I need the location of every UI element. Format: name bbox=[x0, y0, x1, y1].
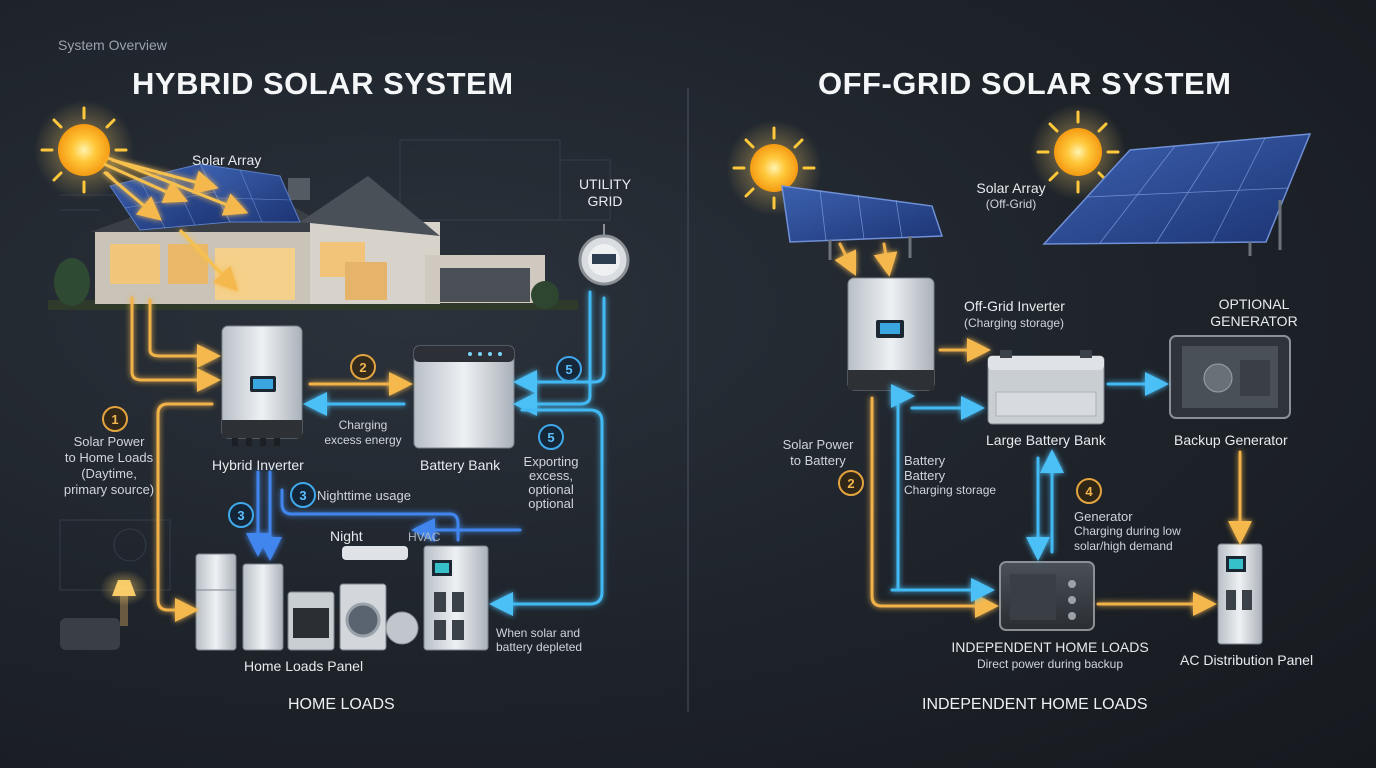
utility-grid-line-1: UTILITY bbox=[578, 176, 632, 192]
battery-bank-device bbox=[413, 345, 515, 449]
offgrid-inverter-line-1: Off-Grid Inverter bbox=[964, 298, 1065, 314]
hybrid-energy-flows bbox=[130, 290, 606, 622]
house-illustration bbox=[48, 163, 578, 310]
battery-bank-label: Battery Bank bbox=[420, 457, 501, 473]
step1-line-2: to Home Loads bbox=[64, 450, 154, 465]
battery-charging-line-3: Charging storage bbox=[904, 483, 997, 497]
step-badge-5b: 5 bbox=[538, 424, 564, 450]
depleted-line-2: battery depleted bbox=[496, 640, 583, 654]
independent-loads-line-1: INDEPENDENT HOME LOADS bbox=[951, 639, 1149, 655]
charging-line-2: excess energy bbox=[324, 433, 402, 447]
optional-generator-line-2: GENERATOR bbox=[1210, 313, 1298, 329]
generator-charging-line-3: solar/high demand bbox=[1074, 539, 1173, 553]
solar-to-battery-label: Solar Power to Battery bbox=[770, 437, 866, 469]
offgrid-step-badge-2: 2 bbox=[838, 470, 864, 496]
blueprint-lines bbox=[59, 139, 611, 591]
offgrid-sun-icon-2 bbox=[1030, 104, 1126, 200]
backup-generator-label: Backup Generator bbox=[1174, 432, 1288, 448]
depleted-line-1: When solar and bbox=[496, 626, 581, 640]
step-badge-3b: 3 bbox=[228, 502, 254, 528]
utility-meter bbox=[578, 224, 630, 286]
charging-line-1: Charging bbox=[338, 418, 388, 432]
exporting-line-4: optional bbox=[528, 496, 574, 511]
exporting-line-3: optional bbox=[528, 482, 574, 497]
sunlight-rays bbox=[103, 156, 249, 292]
generator-charging-line-2: Charging during low bbox=[1074, 524, 1181, 538]
battery-charging-line-1: Battery bbox=[904, 453, 946, 468]
offgrid-energy-flows bbox=[834, 242, 1252, 618]
hybrid-inverter-device bbox=[221, 325, 303, 446]
hybrid-solar-array-label: Solar Array bbox=[192, 152, 262, 168]
eyebrow-label: System Overview bbox=[58, 37, 167, 53]
solar-to-battery-line-1: Solar Power bbox=[782, 437, 854, 452]
exporting-line-2: excess, bbox=[528, 468, 574, 483]
optional-generator-label: OPTIONAL GENERATOR bbox=[1206, 296, 1302, 330]
independent-loads-line-2: Direct power during backup bbox=[976, 657, 1124, 671]
generator-charging-line-1: Generator bbox=[1074, 509, 1133, 524]
solar-to-battery-line-2: to Battery bbox=[790, 453, 846, 468]
independent-loads-label: INDEPENDENT HOME LOADS Direct power duri… bbox=[950, 639, 1150, 673]
generator-charging-label: Generator Charging during low solar/high… bbox=[1074, 509, 1181, 554]
hybrid-footer-label: HOME LOADS bbox=[288, 696, 395, 713]
utility-grid-line-2: GRID bbox=[587, 193, 623, 209]
optional-generator-line-1: OPTIONAL bbox=[1218, 296, 1290, 312]
ac-panel-label: AC Distribution Panel bbox=[1180, 652, 1314, 668]
home-loads-panel-label: Home Loads Panel bbox=[244, 658, 364, 674]
exporting-line-1: Exporting bbox=[523, 454, 579, 469]
step1-line-1: Solar Power bbox=[73, 434, 145, 449]
independent-loads-device bbox=[999, 561, 1095, 631]
step-badge-1: 1 bbox=[102, 406, 128, 432]
step-badge-5a: 5 bbox=[556, 356, 582, 382]
charging-label: Charging excess energy bbox=[318, 418, 408, 448]
nighttime-usage-label: Nighttime usage bbox=[317, 488, 411, 503]
hybrid-title: HYBRID SOLAR SYSTEM bbox=[132, 66, 514, 101]
step-badge-2: 2 bbox=[350, 354, 376, 380]
offgrid-step-badge-4: 4 bbox=[1076, 478, 1102, 504]
exporting-label: Exporting excess, optional optional bbox=[518, 455, 584, 511]
hybrid-inverter-label: Hybrid Inverter bbox=[212, 457, 304, 473]
generator-device bbox=[1169, 335, 1291, 419]
battery-charging-label: Battery Battery Charging storage bbox=[904, 453, 996, 498]
offgrid-inverter-line-2: (Charging storage) bbox=[964, 316, 1065, 330]
hvac-label: HVAC bbox=[408, 530, 441, 544]
offgrid-inverter-device bbox=[847, 277, 935, 391]
utility-grid-label: UTILITY GRID bbox=[576, 176, 634, 210]
step1-label: Solar Power to Home Loads (Daytime, prim… bbox=[50, 434, 168, 498]
offgrid-solar-panel-small bbox=[781, 185, 944, 260]
offgrid-solar-panel-large bbox=[1042, 133, 1312, 256]
offgrid-solar-array-line-2: (Off-Grid) bbox=[985, 197, 1037, 211]
offgrid-solar-array-label: Solar Array (Off-Grid) bbox=[966, 180, 1056, 212]
night-label: Night bbox=[330, 528, 363, 544]
home-appliances bbox=[60, 545, 489, 651]
step-badge-3a: 3 bbox=[290, 482, 316, 508]
large-battery-device bbox=[987, 350, 1105, 425]
step1-line-4: primary source) bbox=[63, 482, 155, 497]
depleted-label: When solar and battery depleted bbox=[496, 626, 582, 654]
offgrid-title: OFF-GRID SOLAR SYSTEM bbox=[818, 66, 1232, 101]
offgrid-solar-array-line-1: Solar Array bbox=[976, 180, 1046, 196]
offgrid-footer-label: INDEPENDENT HOME LOADS bbox=[922, 696, 1148, 713]
battery-charging-line-2: Battery bbox=[904, 468, 946, 483]
large-battery-label: Large Battery Bank bbox=[986, 432, 1106, 448]
ac-panel-device bbox=[1217, 543, 1263, 645]
step1-line-3: (Daytime, bbox=[81, 466, 137, 481]
offgrid-inverter-label: Off-Grid Inverter (Charging storage) bbox=[964, 298, 1065, 332]
